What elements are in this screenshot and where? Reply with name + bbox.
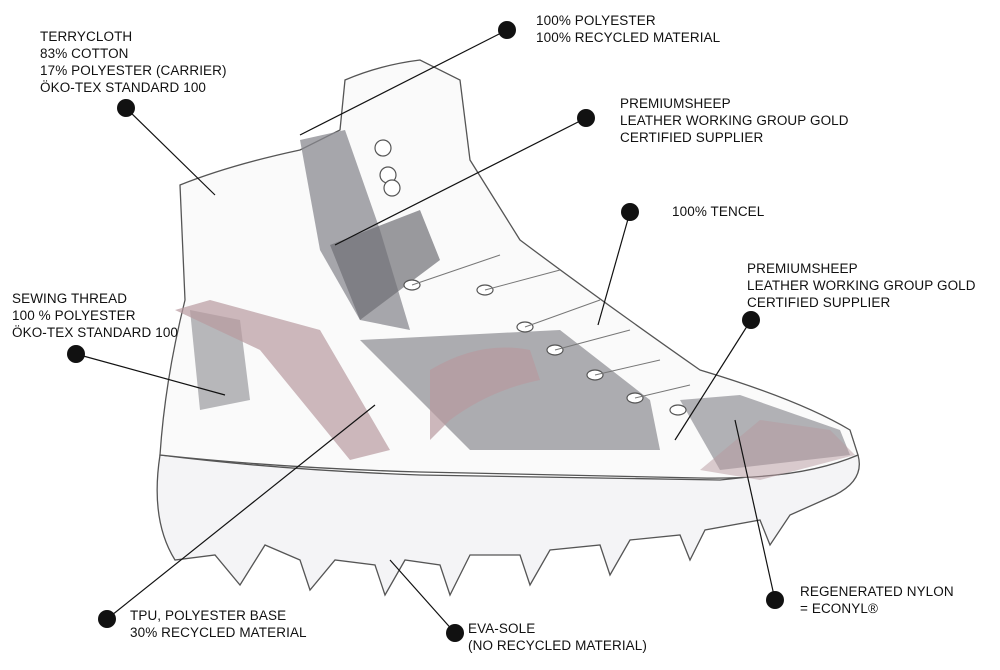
callout-line: 30% RECYCLED MATERIAL — [130, 625, 307, 640]
callout-premiumsheep-upper: PREMIUMSHEEP LEATHER WORKING GROUP GOLD … — [620, 95, 849, 146]
callout-line: 83% COTTON — [40, 46, 129, 61]
callout-line: = ECONYL® — [800, 601, 878, 616]
hogl-logo-icon — [67, 345, 85, 363]
callout-line: LEATHER WORKING GROUP GOLD — [620, 113, 849, 128]
callout-nylon: REGENERATED NYLON = ECONYL® — [800, 583, 954, 617]
callout-line: 100% POLYESTER — [536, 13, 656, 28]
callout-line: TPU, POLYESTER BASE — [130, 608, 287, 623]
callout-premiumsheep-toe: PREMIUMSHEEP LEATHER WORKING GROUP GOLD … — [747, 260, 976, 311]
hogl-logo-icon — [446, 624, 464, 642]
callout-line: ÖKO-TEX STANDARD 100 — [12, 325, 179, 340]
hogl-logo-icon — [117, 99, 135, 117]
side-panel — [360, 330, 660, 450]
hogl-logo-icon — [742, 311, 760, 329]
callout-eva-sole: EVA-SOLE (NO RECYCLED MATERIAL) — [468, 620, 647, 654]
hogl-logo-icon — [766, 591, 784, 609]
callout-line: PREMIUMSHEEP — [620, 96, 731, 111]
callout-line: 17% POLYESTER (CARRIER) — [40, 63, 227, 78]
callout-line: SEWING THREAD — [12, 291, 128, 306]
hogl-logo-icon — [98, 610, 116, 628]
callout-line: LEATHER WORKING GROUP GOLD — [747, 278, 976, 293]
callout-line: ÖKO-TEX STANDARD 100 — [40, 80, 207, 95]
callout-line: EVA-SOLE — [468, 621, 536, 636]
callout-tencel: 100% TENCEL — [672, 203, 764, 220]
callout-line: CERTIFIED SUPPLIER — [747, 295, 891, 310]
callout-tpu: TPU, POLYESTER BASE 30% RECYCLED MATERIA… — [130, 607, 307, 641]
callout-terrycloth: TERRYCLOTH 83% COTTON 17% POLYESTER (CAR… — [40, 28, 227, 96]
callout-line: TERRYCLOTH — [40, 29, 133, 44]
hogl-logo-icon — [498, 21, 516, 39]
callout-polyester: 100% POLYESTER 100% RECYCLED MATERIAL — [536, 12, 720, 46]
callout-line: PREMIUMSHEEP — [747, 261, 858, 276]
callout-line: CERTIFIED SUPPLIER — [620, 130, 764, 145]
callout-line: 100% TENCEL — [672, 204, 765, 219]
eva-sole-shape — [156, 454, 860, 597]
hogl-logo-icon — [621, 203, 639, 221]
callout-line: 100% RECYCLED MATERIAL — [536, 30, 721, 45]
hogl-logo-icon — [577, 109, 595, 127]
callout-sewing-thread: SEWING THREAD 100 % POLYESTER ÖKO-TEX ST… — [12, 290, 178, 341]
tpu-panel — [175, 300, 390, 460]
callout-line: 100 % POLYESTER — [12, 308, 136, 323]
callout-line: (NO RECYCLED MATERIAL) — [468, 638, 647, 653]
callout-line: REGENERATED NYLON — [800, 584, 954, 599]
